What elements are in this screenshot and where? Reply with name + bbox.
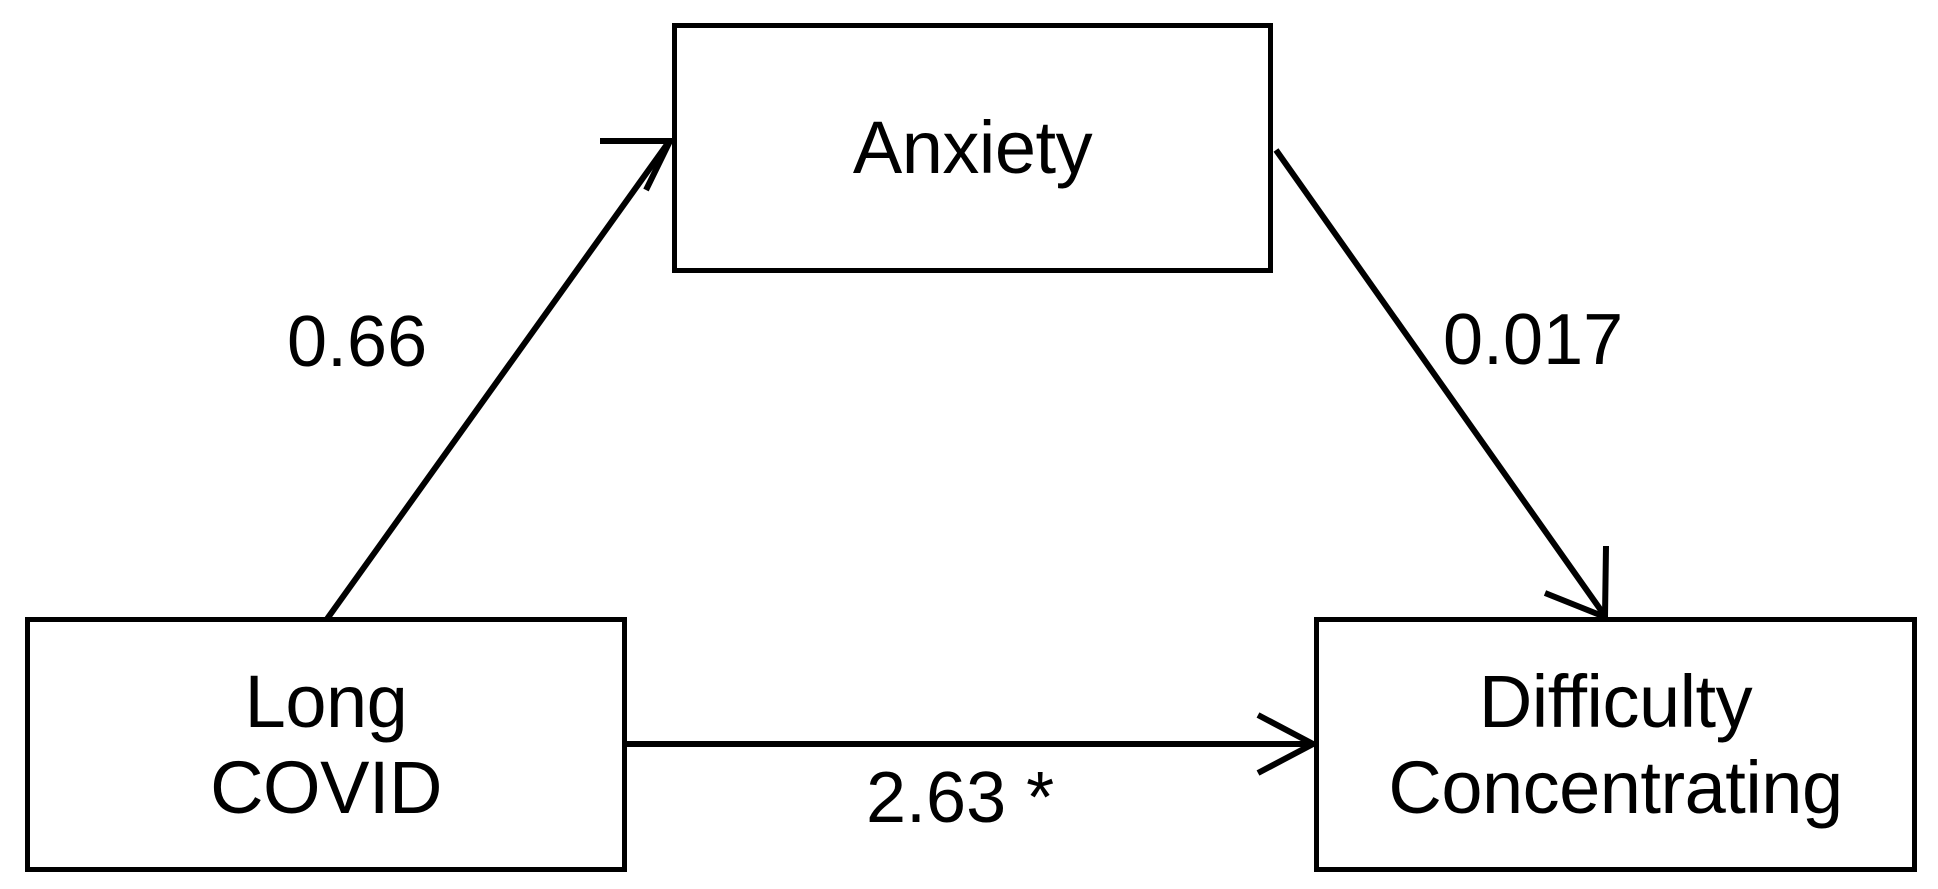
node-anxiety[interactable]: Anxiety xyxy=(672,23,1273,273)
node-difficulty-concentrating-label: Difficulty Concentrating xyxy=(1388,659,1843,829)
edge-a-path xyxy=(324,138,675,621)
node-anxiety-label: Anxiety xyxy=(852,106,1093,190)
edge-b-path xyxy=(1273,148,1609,622)
edge-c-path-arrowhead-icon xyxy=(1256,712,1320,776)
node-long-covid-label: Long COVID xyxy=(210,659,442,829)
node-long-covid[interactable]: Long COVID xyxy=(25,617,627,872)
edge-b-path-line xyxy=(1273,148,1608,618)
node-difficulty-concentrating[interactable]: Difficulty Concentrating xyxy=(1314,617,1917,872)
edge-c-path-label: 2.63 * xyxy=(866,758,1055,838)
edge-a-path-label: 0.66 xyxy=(287,302,428,382)
edge-c-path xyxy=(627,712,1320,776)
edge-a-path-line xyxy=(324,141,671,621)
edge-a-path-arrowhead-icon xyxy=(600,138,675,192)
edge-b-path-label: 0.017 xyxy=(1443,300,1624,380)
